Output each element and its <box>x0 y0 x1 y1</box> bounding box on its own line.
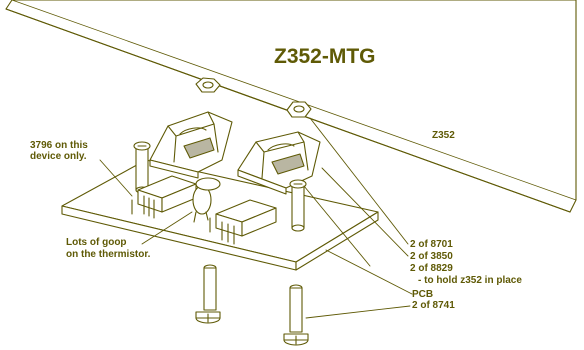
callout-pcb: PCB <box>412 289 433 300</box>
callout-goop-line2: on the thermistor. <box>66 249 151 260</box>
callout-3796-line1: 3796 on this <box>30 140 88 151</box>
bracket-right <box>237 131 321 195</box>
screw-bottom-left <box>195 264 221 324</box>
callout-8701: 2 of 8701 <box>410 239 453 250</box>
component-3796 <box>131 175 197 219</box>
component-right <box>209 199 277 245</box>
callout-8829: 2 of 8829 <box>410 263 453 274</box>
leader-lines <box>99 117 413 319</box>
callout-3796-line2: device only. <box>30 151 87 162</box>
callout-goop-line1: Lots of goop <box>66 237 127 248</box>
screw-bottom-right <box>283 284 309 346</box>
standoff-right <box>289 179 307 232</box>
callout-8829-note: - to hold z352 in place <box>418 275 522 286</box>
panel-label: Z352 <box>432 130 455 141</box>
callout-3850: 2 of 3850 <box>410 251 453 262</box>
thermistor <box>192 177 221 223</box>
standoff-left <box>133 141 151 194</box>
diagram-title: Z352-MTG <box>274 45 376 68</box>
bracket-left <box>149 111 233 179</box>
callout-8741: 2 of 8741 <box>412 300 455 311</box>
hex-nut-lower <box>286 101 312 118</box>
hex-nut-upper <box>195 77 221 93</box>
